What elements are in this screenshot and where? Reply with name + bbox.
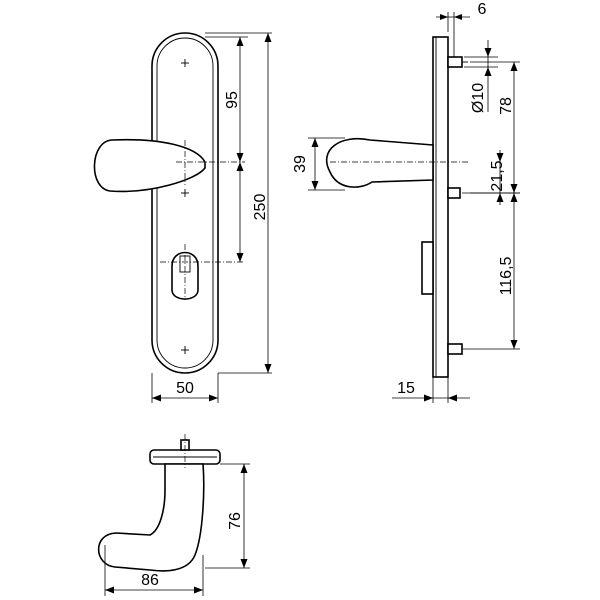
dim-15: 15 <box>392 377 470 403</box>
dim-250-label: 250 <box>252 194 269 221</box>
dim-76: 76 <box>205 463 250 569</box>
dim-50-label: 50 <box>176 380 194 397</box>
side-mid-screw <box>447 187 461 199</box>
dim-39-label: 39 <box>292 155 309 173</box>
lever-handle-top <box>97 463 205 572</box>
dim-21-5-label: 21,5 <box>489 160 506 191</box>
dim-21-5: 21,5 <box>462 150 520 205</box>
side-boss <box>421 241 434 295</box>
dim-86-label: 86 <box>141 572 159 589</box>
dim-78-label: 78 <box>498 97 515 115</box>
dim-50: 50 <box>151 373 219 403</box>
top-view: 76 86 <box>97 434 250 596</box>
mid-screw-icon <box>181 189 189 197</box>
dim-6: 6 <box>436 1 487 57</box>
side-plate <box>432 36 449 378</box>
dim-spindle-cylinder <box>236 162 244 262</box>
dim-116-5: 116,5 <box>462 193 520 350</box>
dim-76-label: 76 <box>227 512 244 530</box>
escutcheon-plate-inner-edge <box>156 37 214 369</box>
dim-diameter-10-label: Ø10 <box>470 83 487 113</box>
bottom-screw-icon <box>181 346 189 354</box>
escutcheon-plate <box>151 32 219 374</box>
dim-39: 39 <box>292 137 345 191</box>
side-bottom-screw <box>447 343 463 355</box>
dim-250: 250 <box>205 32 272 374</box>
lever-handle-front <box>93 138 206 193</box>
dim-95-label: 95 <box>224 91 241 109</box>
cylinder-cutout <box>160 244 245 300</box>
dim-116-5-label: 116,5 <box>498 256 515 295</box>
lever-handle-side <box>325 138 434 188</box>
side-top-screw <box>447 56 468 68</box>
dim-diameter-10: Ø10 <box>464 40 498 113</box>
dim-95: 95 <box>205 36 248 162</box>
dim-6-label: 6 <box>478 1 487 18</box>
side-view: 6 Ø10 78 21,5 <box>292 1 520 403</box>
front-view: 95 250 50 <box>93 32 272 403</box>
top-screw-icon <box>181 59 189 67</box>
dim-15-label: 15 <box>397 380 415 397</box>
dim-86: 86 <box>104 545 204 596</box>
